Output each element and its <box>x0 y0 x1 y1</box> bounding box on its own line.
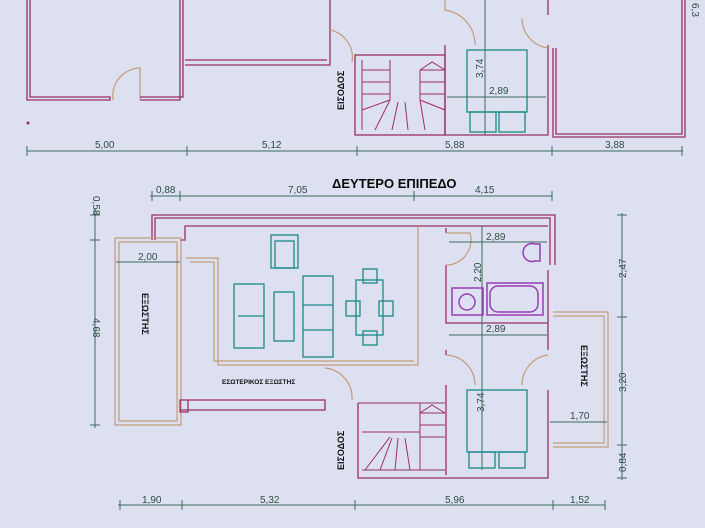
upper-plan-fragment: 3,74 2,89 6,3 ΕΙΣΟΔΟΣ 5,00 5,12 5,88 3,8… <box>26 0 700 156</box>
bedroom-wall <box>357 350 549 479</box>
top-dimensions: 0,88 7,05 4,15 <box>150 185 553 201</box>
svg-text:0,84: 0,84 <box>618 452 629 472</box>
svg-text:3,20: 3,20 <box>618 372 629 392</box>
living-room-railing <box>186 226 419 366</box>
dimension-label: 2,00 <box>138 252 158 263</box>
left-balcony-railing <box>114 237 182 426</box>
living-furniture <box>233 234 394 358</box>
dimension-label: 3,74 <box>476 392 487 412</box>
left-room-wall <box>26 0 111 101</box>
svg-text:5,88: 5,88 <box>445 140 465 151</box>
svg-text:4,68: 4,68 <box>90 318 101 338</box>
right-dimensions: 2,47 3,20 0,84 <box>617 213 629 480</box>
svg-text:3,88: 3,88 <box>605 140 625 151</box>
wall <box>140 0 331 101</box>
entrance-label: ΕΙΣΟΔΟΣ <box>336 70 346 110</box>
svg-text:5,32: 5,32 <box>260 495 280 506</box>
staircase <box>358 402 548 479</box>
coffee-table <box>273 291 295 342</box>
right-balcony-railing <box>553 311 609 448</box>
bottom-dimensions: 1,90 5,32 5,96 1,52 <box>118 495 606 510</box>
left-balcony-railing-inner <box>118 241 178 422</box>
nightstand <box>469 111 497 133</box>
dimension-label: 2,20 <box>473 262 484 282</box>
svg-text:1,90: 1,90 <box>142 495 162 506</box>
dimension-label: 3,74 <box>475 58 486 78</box>
dimension-label: 1,70 <box>570 411 590 422</box>
bathtub-inner <box>489 285 539 313</box>
left-dimensions: 0,58 4,68 <box>90 196 101 428</box>
wall <box>179 399 326 413</box>
right-room-wall <box>547 0 686 138</box>
dimension-label: 2,89 <box>486 324 506 335</box>
dimension-label: 6,3 <box>689 3 700 17</box>
outer-wall <box>151 214 556 265</box>
bed <box>466 389 528 453</box>
bathroom-wall <box>445 228 549 350</box>
inner-balcony-label: ΕΣΩΤΕΡΙΚΟΣ ΕΞΩΣΤΗΣ <box>222 379 295 386</box>
toilet <box>522 242 541 263</box>
sink-basin <box>458 293 476 311</box>
bedroom-wall <box>444 45 549 136</box>
door-arc <box>445 354 476 386</box>
second-floor-plan: 0,88 7,05 4,15 0,58 4,68 2,00 ΕΞΩΣΤΗΣ ΕΣ… <box>90 185 629 510</box>
door-arc <box>324 367 353 401</box>
dining-table <box>355 279 384 336</box>
bathtub <box>486 282 544 316</box>
upper-bottom-dimensions: 5,00 5,12 5,88 3,88 <box>26 140 683 156</box>
svg-text:5,12: 5,12 <box>262 140 282 151</box>
svg-text:7,05: 7,05 <box>288 185 308 196</box>
stair-enclosure <box>354 54 446 136</box>
sink <box>451 287 484 316</box>
staircase <box>361 60 446 131</box>
marker-dot <box>26 121 30 125</box>
svg-text:5,00: 5,00 <box>95 140 115 151</box>
svg-text:4,15: 4,15 <box>475 185 495 196</box>
bed <box>466 49 528 113</box>
svg-text:2,47: 2,47 <box>618 258 629 278</box>
nightstand <box>498 451 526 469</box>
svg-text:5,96: 5,96 <box>445 495 465 506</box>
door-arc <box>112 67 141 101</box>
door-arc <box>521 354 549 386</box>
svg-text:0,58: 0,58 <box>90 196 101 216</box>
svg-text:0,88: 0,88 <box>156 185 176 196</box>
sofa <box>302 275 334 358</box>
entrance-label: ΕΙΣΟΔΟΣ <box>336 430 346 470</box>
nightstand <box>468 451 496 469</box>
balcony-label: ΕΞΩΣΤΗΣ <box>579 345 589 387</box>
door-arc <box>445 232 472 266</box>
dimension-label: 2,89 <box>489 86 509 97</box>
door-arc <box>444 0 476 46</box>
nightstand <box>498 111 526 133</box>
door-arc <box>521 17 549 49</box>
svg-text:1,52: 1,52 <box>570 495 590 506</box>
balcony-label: ΕΞΩΣΤΗΣ <box>140 293 150 335</box>
dimension-label: 2,89 <box>486 232 506 243</box>
door-arc <box>329 29 353 63</box>
floor-title: ΔΕΥΤΕΡΟ ΕΠΙΠΕΔΟ <box>332 176 457 191</box>
